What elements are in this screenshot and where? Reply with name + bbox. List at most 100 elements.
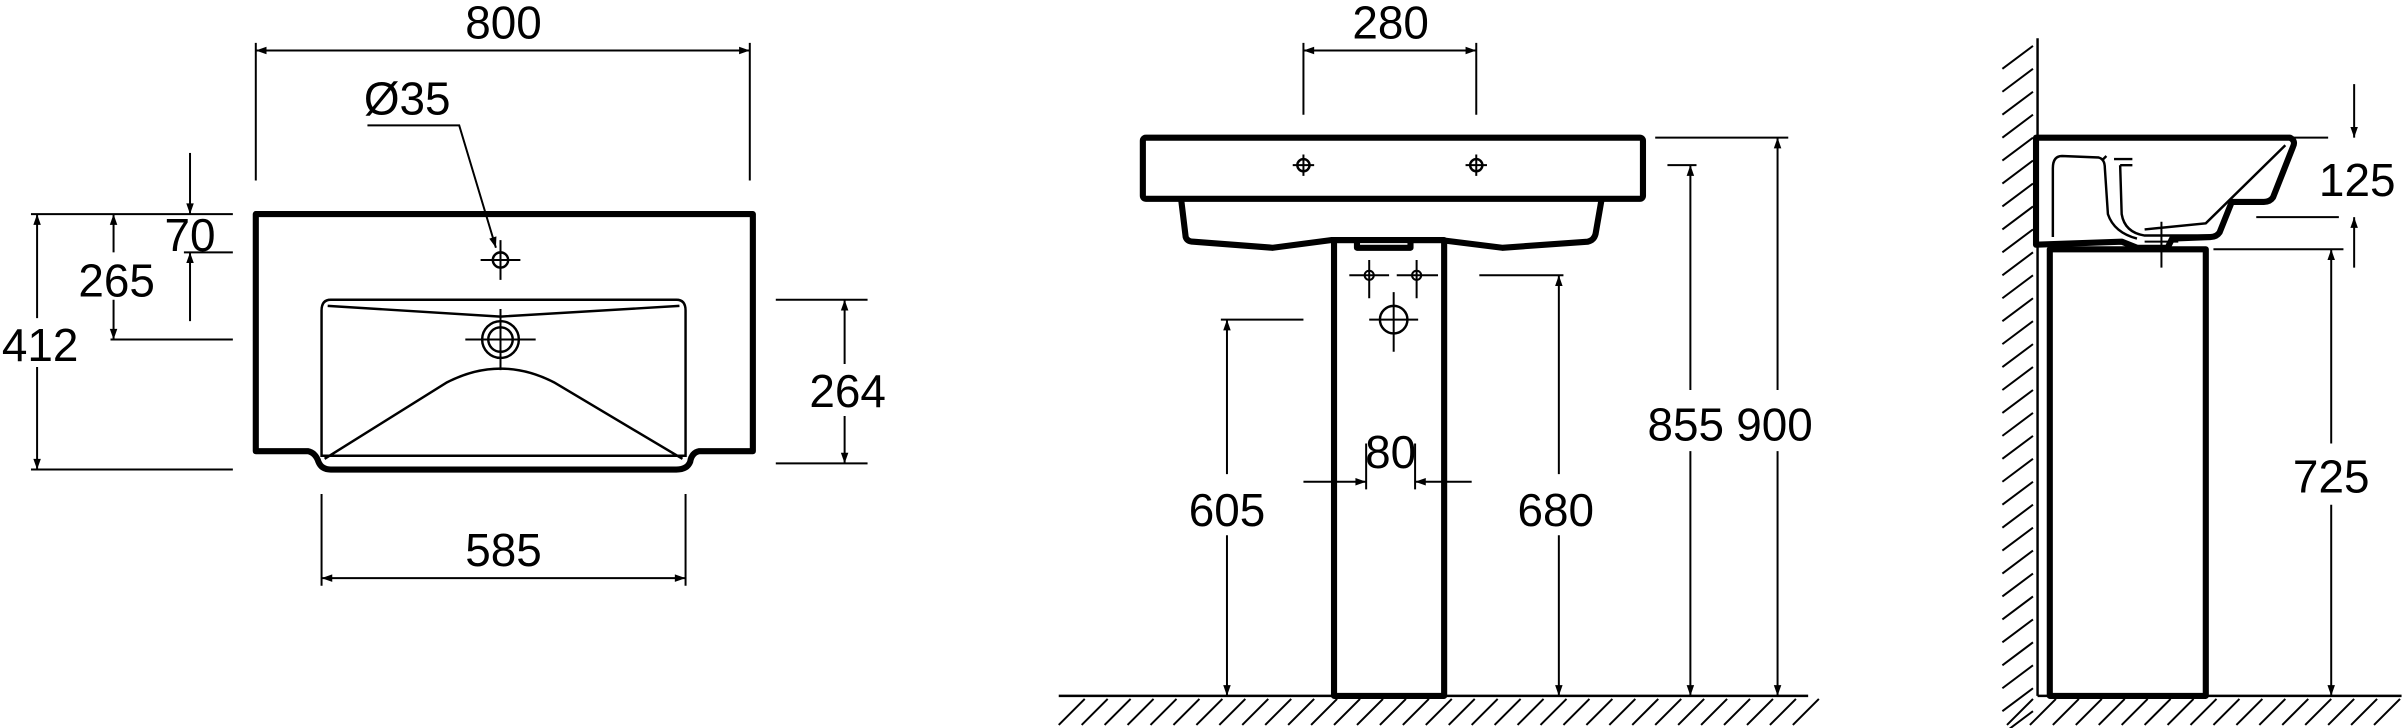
hatch-line [2001,503,2034,529]
hatch-line [2001,297,2034,322]
hatch-line [1516,698,1545,726]
hatch-line [1608,698,1637,726]
basin-inner-profile [2051,144,2287,240]
hatch-line [2006,698,2034,726]
dim-width: 800 [465,0,542,48]
drain-centerline [2144,221,2179,268]
tap-hole-icon [480,240,521,280]
hatch-line [2001,480,2034,506]
dim-hole-diameter: Ø35 [364,73,451,125]
hatch-line [1080,698,1109,726]
dim-overall-height: 900 [1736,398,1813,450]
dim-bowl-rim-height: 855 [1648,398,1725,450]
hatch-line [2001,343,2034,368]
dim-supply-height: 680 [1518,484,1595,536]
hatch-line [2001,251,2034,277]
hatch-line [1448,698,1476,726]
hatch-line [2001,228,2034,254]
hatch-line [1379,698,1407,726]
front-view: 280 605 680 80 855 900 [1058,0,1820,726]
waste-connection-icon [1369,292,1419,352]
hatch-line [1470,698,1499,726]
hatch-line [2001,526,2034,552]
hatch-line [1264,698,1292,726]
hatch-line [2098,698,2126,726]
hatch-line [1195,698,1224,726]
hatch-line [2001,572,2034,598]
hatch-line [1631,698,1659,726]
dim-bowl-width: 585 [465,524,542,576]
hatch-line [2001,90,2034,116]
hatch-line [2350,698,2378,726]
hatch-line [2001,113,2034,139]
floor-hatching [1058,698,1820,726]
hatch-line [2281,698,2309,726]
hatch-line [2235,698,2264,726]
pedestal [2046,246,2209,699]
dim-drain-offset: 265 [78,255,155,307]
dim-waste-height: 605 [1189,484,1266,536]
hatch-line [1149,698,1178,726]
hatch-line [2120,698,2149,726]
top-view: 800 Ø35 412 265 70 264 585 [2,0,886,586]
hatch-line [1539,698,1568,726]
hatch-line [2001,274,2034,300]
hatch-line [1058,698,1086,726]
tap-hole-icon [1292,154,1487,176]
hatch-line [1172,698,1201,726]
hatch-line [2001,182,2034,208]
hatch-line [2258,698,2287,726]
hatch-line [2001,389,2034,414]
hatch-line [1402,698,1430,726]
hatch-line [1333,698,1361,726]
hatch-line [2001,159,2034,185]
hatch-line [1287,698,1315,726]
dim-pedestal-height: 725 [2293,450,2370,502]
hatch-line [1585,698,1614,726]
dim-pedestal-width: 80 [1365,426,1416,478]
hatch-line [2166,698,2195,726]
supply-connection-icon [1349,260,1439,299]
hatch-line [2001,595,2034,621]
hatch-line [1425,698,1453,726]
hatch-line [1126,698,1155,726]
hatch-line [2001,458,2034,483]
basin-bowl [1178,198,1605,251]
hatch-line [1654,698,1682,726]
hatch-line [1356,698,1384,726]
dim-bowl-depth: 264 [809,365,886,417]
hatch-line [2001,641,2034,667]
basin-profile [2032,134,2298,251]
bowl-outline [320,298,687,457]
hatch-line [1241,698,1269,726]
hatch-line [1677,698,1705,726]
hatch-line [2001,664,2034,690]
hatch-line [2001,435,2034,460]
dim-tap-hole-offset: 70 [165,209,216,261]
hatch-line [2327,698,2355,726]
dim-tap-spacing: 280 [1352,0,1429,48]
hatch-line [2075,698,2103,726]
hatch-line [2001,68,2034,93]
hatch-line [2001,687,2034,712]
hatch-line [1723,698,1751,726]
floor-hatching [2006,698,2401,726]
hatch-line [2008,710,2034,728]
side-view: 125 725 [2001,38,2402,728]
hatch-line [2001,618,2034,644]
hatch-line [2143,698,2172,726]
hatch-line [2001,412,2034,437]
hatch-line [1562,698,1591,726]
drain-icon [465,308,536,371]
hatch-line [2212,698,2241,726]
basin-outline [252,211,756,473]
dim-depth-total: 412 [2,319,79,371]
hatch-line [1769,698,1797,726]
wall-hatching [2001,45,2034,728]
hatch-line [2001,136,2034,162]
hatch-line [1310,698,1338,726]
hatch-line [2052,698,2080,726]
hatch-line [2373,698,2401,726]
hatch-line [1700,698,1728,726]
